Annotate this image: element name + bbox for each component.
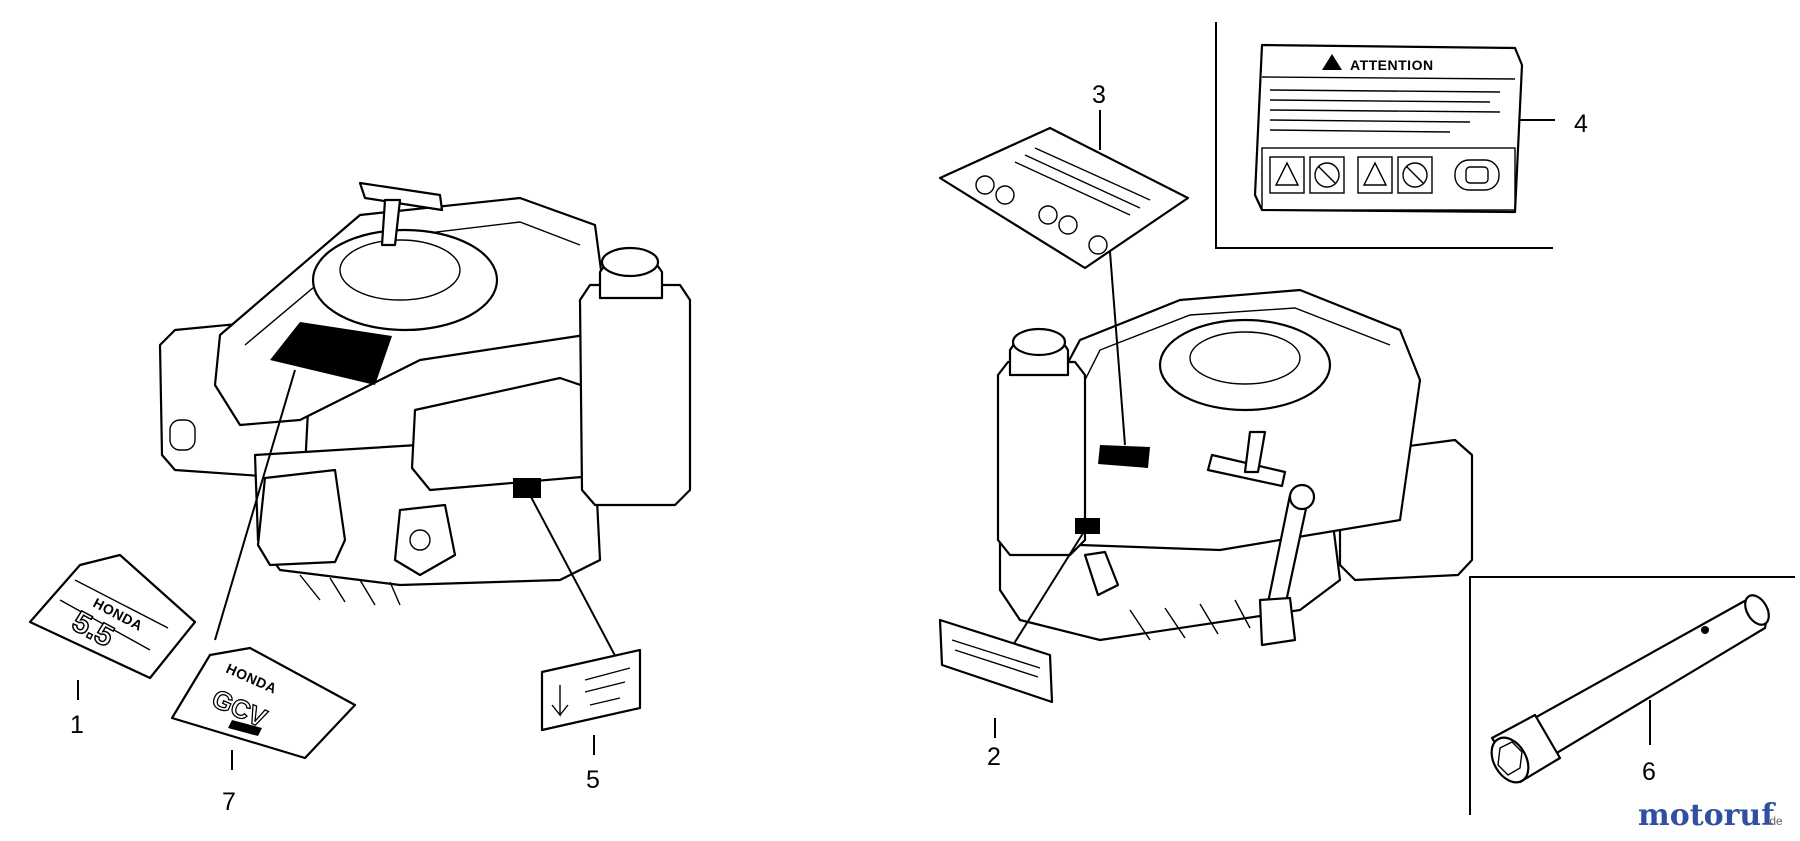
part-2-strip-label: [938, 618, 1054, 704]
callout-5: 5: [586, 766, 600, 794]
engine-right-view: [996, 288, 1474, 647]
callout-7: 7: [222, 788, 236, 816]
attention-title: ATTENTION: [1350, 57, 1434, 73]
callout-4: 4: [1574, 110, 1588, 138]
part-1-honda-decal: HONDA 5.5: [28, 553, 197, 680]
leader-3-down: [1109, 251, 1126, 446]
watermark-tld: .de: [1766, 814, 1783, 828]
leader-5: [529, 494, 621, 666]
part-3-warning-label: [938, 126, 1190, 270]
leader-2: [1009, 529, 1086, 651]
engine-left-view: [158, 181, 692, 606]
part-7-gcv-decal: HONDA GCV: [170, 646, 357, 760]
callout-6: 6: [1642, 758, 1656, 786]
callout-2: 2: [987, 743, 1001, 771]
callout-3: 3: [1092, 81, 1106, 109]
part-4-attention-label: ATTENTION: [1215, 22, 1553, 249]
watermark-brand: motoruf: [1638, 798, 1776, 833]
part-6-wrench: [1469, 576, 1795, 815]
leader-7: [214, 369, 296, 641]
motoruf-watermark-logo: motoruf .de: [1638, 798, 1783, 833]
callout-1: 1: [70, 711, 84, 739]
part-5-label: [540, 648, 642, 732]
